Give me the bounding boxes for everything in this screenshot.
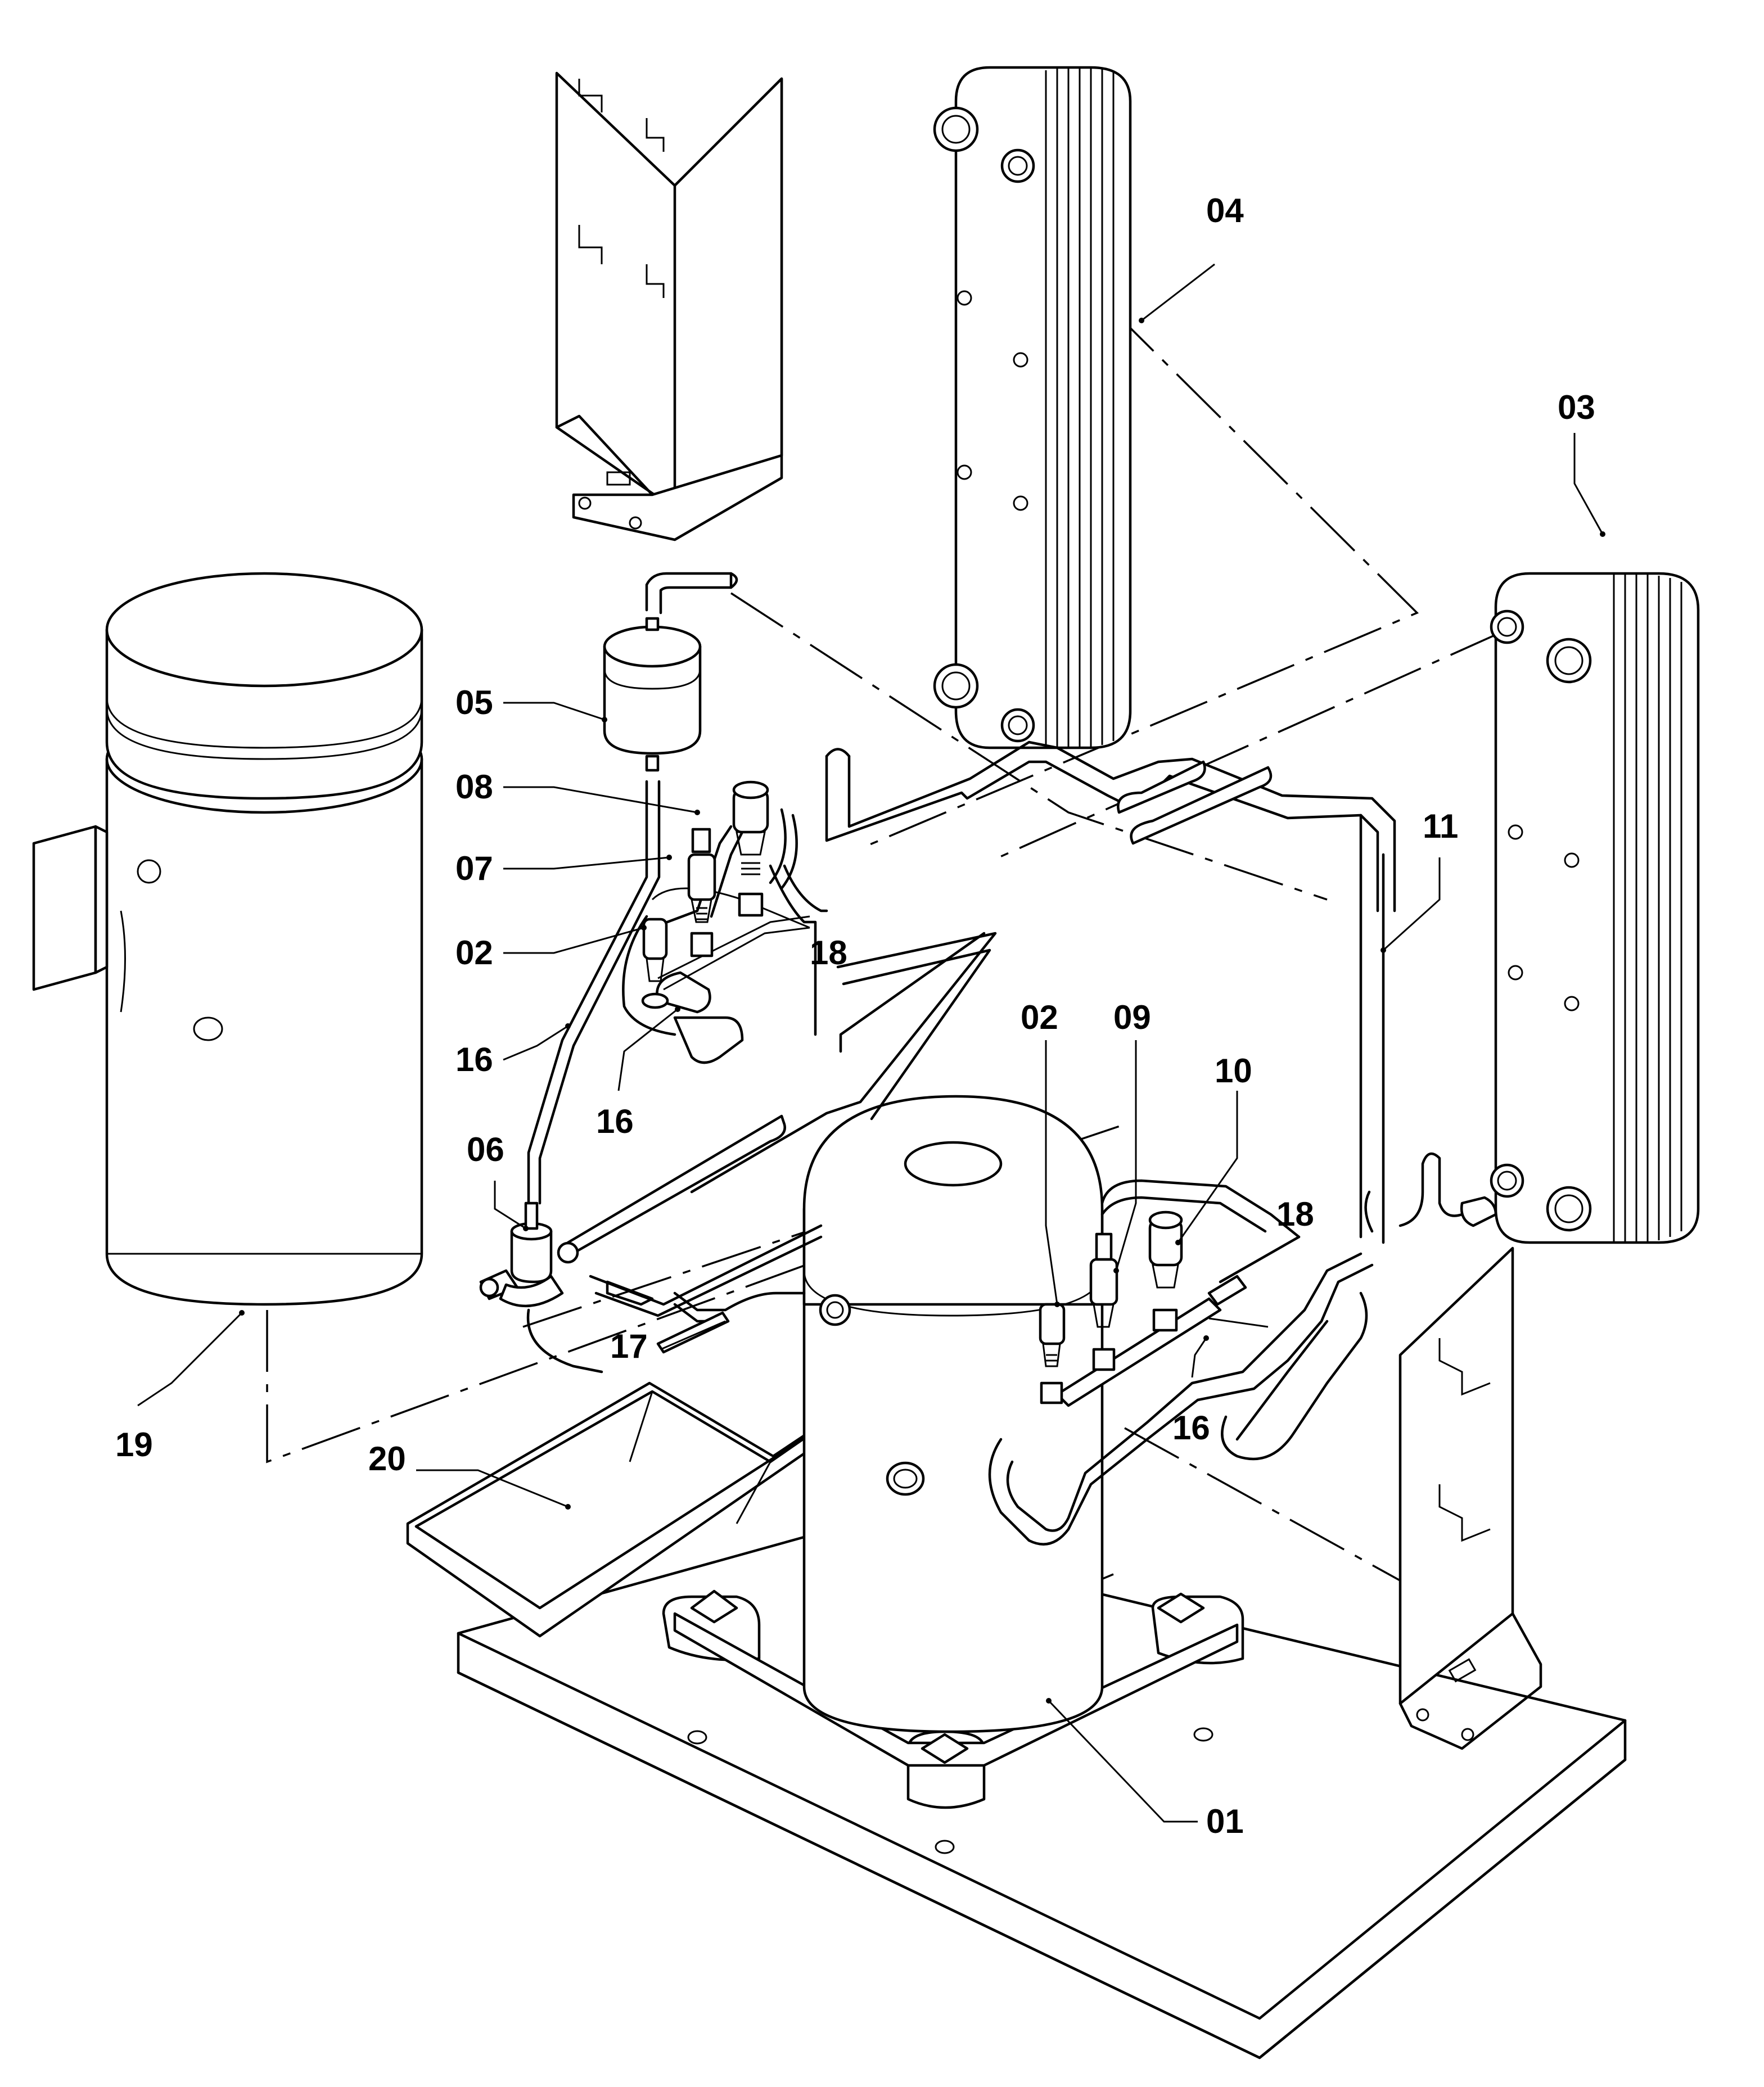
callout-10: 10 bbox=[1215, 1052, 1252, 1090]
pressure-switch-10 bbox=[1148, 1210, 1183, 1332]
pressure-switch-09 bbox=[1089, 1232, 1118, 1371]
callout-16-right: 16 bbox=[1172, 1409, 1210, 1447]
callout-labels: 04 03 05 08 07 02 18 11 16 16 02 09 10 0… bbox=[115, 192, 1595, 1840]
plate-heat-exchanger-04 bbox=[933, 66, 1132, 749]
callout-07: 07 bbox=[455, 850, 493, 887]
callout-18-upper: 18 bbox=[810, 934, 847, 972]
callout-16-left: 16 bbox=[455, 1041, 493, 1078]
pressure-switch-07 bbox=[687, 828, 716, 957]
callout-03: 03 bbox=[1558, 389, 1595, 426]
right-bracket bbox=[1398, 1246, 1542, 1750]
left-bracket bbox=[555, 71, 783, 541]
callout-20: 20 bbox=[368, 1440, 406, 1478]
callout-17: 17 bbox=[610, 1327, 648, 1365]
callout-09: 09 bbox=[1113, 999, 1151, 1036]
plate-heat-exchanger-03 bbox=[1490, 572, 1700, 1244]
scroll-compressor-01 bbox=[662, 1095, 1244, 1809]
schrader-valve-02-lower bbox=[1039, 1303, 1066, 1404]
filter-drier-05 bbox=[603, 617, 702, 772]
callout-19: 19 bbox=[115, 1426, 153, 1463]
callout-08: 08 bbox=[455, 768, 493, 806]
callout-02-lower: 02 bbox=[1021, 999, 1058, 1036]
callout-16-middle: 16 bbox=[596, 1103, 634, 1140]
liquid-receiver-19 bbox=[32, 572, 423, 1306]
schrader-valve-02-upper bbox=[641, 918, 669, 1009]
callout-04: 04 bbox=[1206, 192, 1244, 229]
callout-02-upper: 02 bbox=[455, 934, 493, 972]
callout-05: 05 bbox=[455, 684, 493, 721]
service-valve-06 bbox=[479, 1201, 564, 1308]
pressure-switch-08 bbox=[732, 780, 769, 917]
callout-11: 11 bbox=[1423, 807, 1458, 845]
leader-lines bbox=[137, 263, 1605, 1823]
callout-01: 01 bbox=[1206, 1803, 1244, 1840]
callout-06: 06 bbox=[467, 1131, 504, 1168]
callout-18-lower: 18 bbox=[1276, 1195, 1314, 1233]
